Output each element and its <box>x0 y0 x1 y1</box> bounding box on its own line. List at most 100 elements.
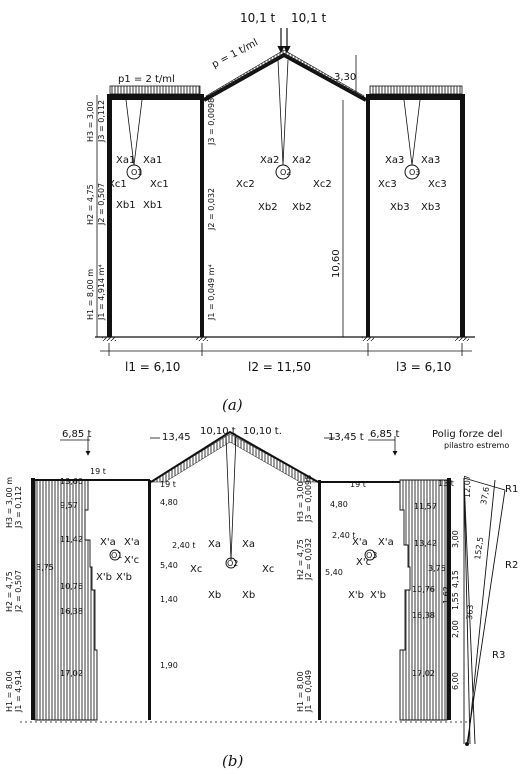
node3-xc-right: Xc3 <box>428 179 447 190</box>
label-a-mid-j1: J1 = 0,049 m⁴ <box>207 264 216 321</box>
poly-label-1: 3,00 <box>451 530 460 548</box>
b-node-left-center: O1 <box>111 551 122 560</box>
b-node-right-xc: X'c <box>356 557 371 568</box>
label-p: p = 1 t/ml <box>210 37 260 70</box>
b-rmid-val-1: 2,40 t <box>332 531 356 540</box>
b-load-3: 10,10 t <box>200 426 236 437</box>
left-column-b <box>31 478 35 720</box>
b-load-4: 10,10 t. <box>243 426 282 437</box>
right-moment-diagram <box>399 479 448 721</box>
node2-xc-right: Xc2 <box>313 179 332 190</box>
b-rmid-h3: H3 = 3,00 <box>296 481 305 522</box>
b-node-left-xb-r: X'b <box>116 572 132 583</box>
label-l1: l1 = 6,10 <box>125 360 180 374</box>
b-right-block-3: 10,76 <box>412 585 435 594</box>
left-column-a <box>107 95 112 337</box>
b-left-h3: H3 = 3,00 m <box>5 477 14 528</box>
left-beam-a <box>107 94 204 100</box>
b-node-left-xa-l: X'a <box>100 537 116 548</box>
b-right-block-4: 16,38 <box>412 611 435 620</box>
poly-label-7: 1,62 <box>442 586 451 604</box>
node3-xb-left: Xb3 <box>390 202 410 213</box>
b-rmid-j2: J2 = 0,032 <box>304 538 313 581</box>
label-l3: l3 = 6,10 <box>396 360 451 374</box>
b-right-block-1: 13,42 <box>414 539 437 548</box>
mid-left-column-a <box>200 100 204 337</box>
node3-xa-left: Xa3 <box>385 155 404 166</box>
poly-r2: R2 <box>505 560 518 571</box>
b-rmid-h1: H1 = 8,00 <box>296 671 305 712</box>
b-small-load-a: 19 t <box>90 467 106 476</box>
figure-b-labels: 6,85 t 13,45 10,10 t 10,10 t. 13,45 t 6,… <box>5 426 518 770</box>
label-a-mid-j2: J2 = 0,032 <box>207 188 216 231</box>
b-small-load-b: 19 t <box>160 480 176 489</box>
poly-label-5: 4,15 <box>451 570 460 588</box>
node1-xa-left: Xa1 <box>116 155 135 166</box>
b-rmid-j3: J3 = 0,0098 <box>304 475 313 523</box>
node1-xb-right: Xb1 <box>143 200 163 211</box>
b-rmid-j1: J1 = 0,049 <box>304 670 313 713</box>
mid-right-column-b <box>318 480 321 720</box>
node2-xb-right: Xb2 <box>292 202 312 213</box>
right-column-b <box>447 478 451 720</box>
label-ridge-height: 3,30 <box>334 72 356 83</box>
label-p1: p1 = 2 t/ml <box>118 74 175 85</box>
mid-left-column-b <box>148 480 151 720</box>
node3-xb-right: Xb3 <box>421 202 441 213</box>
b-small-load-d: 13 t <box>438 479 454 488</box>
node2-xc-left: Xc2 <box>236 179 255 190</box>
b-node-right-center: O3 <box>366 551 377 560</box>
b-left-block-6: 17,02 <box>60 669 83 678</box>
b-left-block-5: 16,38 <box>60 607 83 616</box>
node2-xa-right: Xa2 <box>292 155 311 166</box>
poly-r1: R1 <box>505 484 518 495</box>
b-node-center-xc-r: Xc <box>262 564 274 575</box>
b-mid-val-2: 5,40 <box>160 561 178 570</box>
poly-label-2: 37,6 <box>479 486 491 505</box>
b-node-center-center: O2 <box>227 559 238 568</box>
polygon-title-1: Polig forze del <box>432 429 502 440</box>
b-load-5: 13,45 t <box>328 432 364 443</box>
label-point-left: 10,1 t <box>240 11 276 25</box>
figure-a-labels: p1 = 2 t/ml p = 1 t/ml 10,1 t 10,1 t 3,3… <box>86 11 451 414</box>
label-a-h1: H1 = 8,00 m <box>86 269 95 320</box>
load-p1-right <box>369 85 463 95</box>
caption-b: (b) <box>222 752 243 770</box>
b-left-h1: H1 = 8,00 <box>5 671 14 712</box>
node3-xc-left: Xc3 <box>378 179 397 190</box>
b-small-load-c: 19 t <box>350 480 366 489</box>
b-load-2: 13,45 <box>162 432 191 443</box>
right-column-a <box>460 95 465 337</box>
poly-label-4: 363 <box>465 604 475 620</box>
b-left-j2: J2 = 0,507 <box>14 570 23 613</box>
b-node-right-xa-r: X'a <box>378 537 394 548</box>
node1-center: O1 <box>131 168 142 177</box>
b-right-block-5: 17,02 <box>412 669 435 678</box>
node1-xb-left: Xb1 <box>116 200 136 211</box>
b-left-block-2: 11,42 <box>60 535 83 544</box>
label-height-right: 10,60 <box>331 249 342 278</box>
b-node-center-xa-r: Xa <box>242 539 255 550</box>
b-mid-val-0: 4,80 <box>160 498 178 507</box>
b-rmid-val-0: 4,80 <box>330 500 348 509</box>
b-node-center-xa-l: Xa <box>208 539 221 550</box>
b-left-block-3: 3,75 <box>36 563 54 572</box>
b-left-block-1: 9,57 <box>60 501 78 510</box>
b-left-j1: J1 = 4,914 <box>14 670 23 713</box>
figure-a <box>95 28 475 356</box>
b-mid-val-4: 1,90 <box>160 661 178 670</box>
label-a-mid-j3: J3 = 0,0098 <box>207 98 216 146</box>
b-node-right-xb-r: X'b <box>370 590 386 601</box>
b-load-6: 6,85 t <box>370 429 399 440</box>
b-mid-val-1: 2,40 t <box>172 541 196 550</box>
node1-xc-right: Xc1 <box>150 179 169 190</box>
b-left-block-4: 10,76 <box>60 582 83 591</box>
polygon-title-2: pilastro estremo <box>444 441 509 450</box>
b-left-block-0: 13,60 <box>60 477 83 486</box>
node1-xa-right: Xa1 <box>143 155 162 166</box>
label-a-j2: J2 = 0,507 <box>97 183 106 226</box>
node-o3-a <box>404 164 420 180</box>
label-a-j3: J3 = 0,112 <box>97 100 106 143</box>
poly-label-0: 12,07 <box>463 475 472 498</box>
